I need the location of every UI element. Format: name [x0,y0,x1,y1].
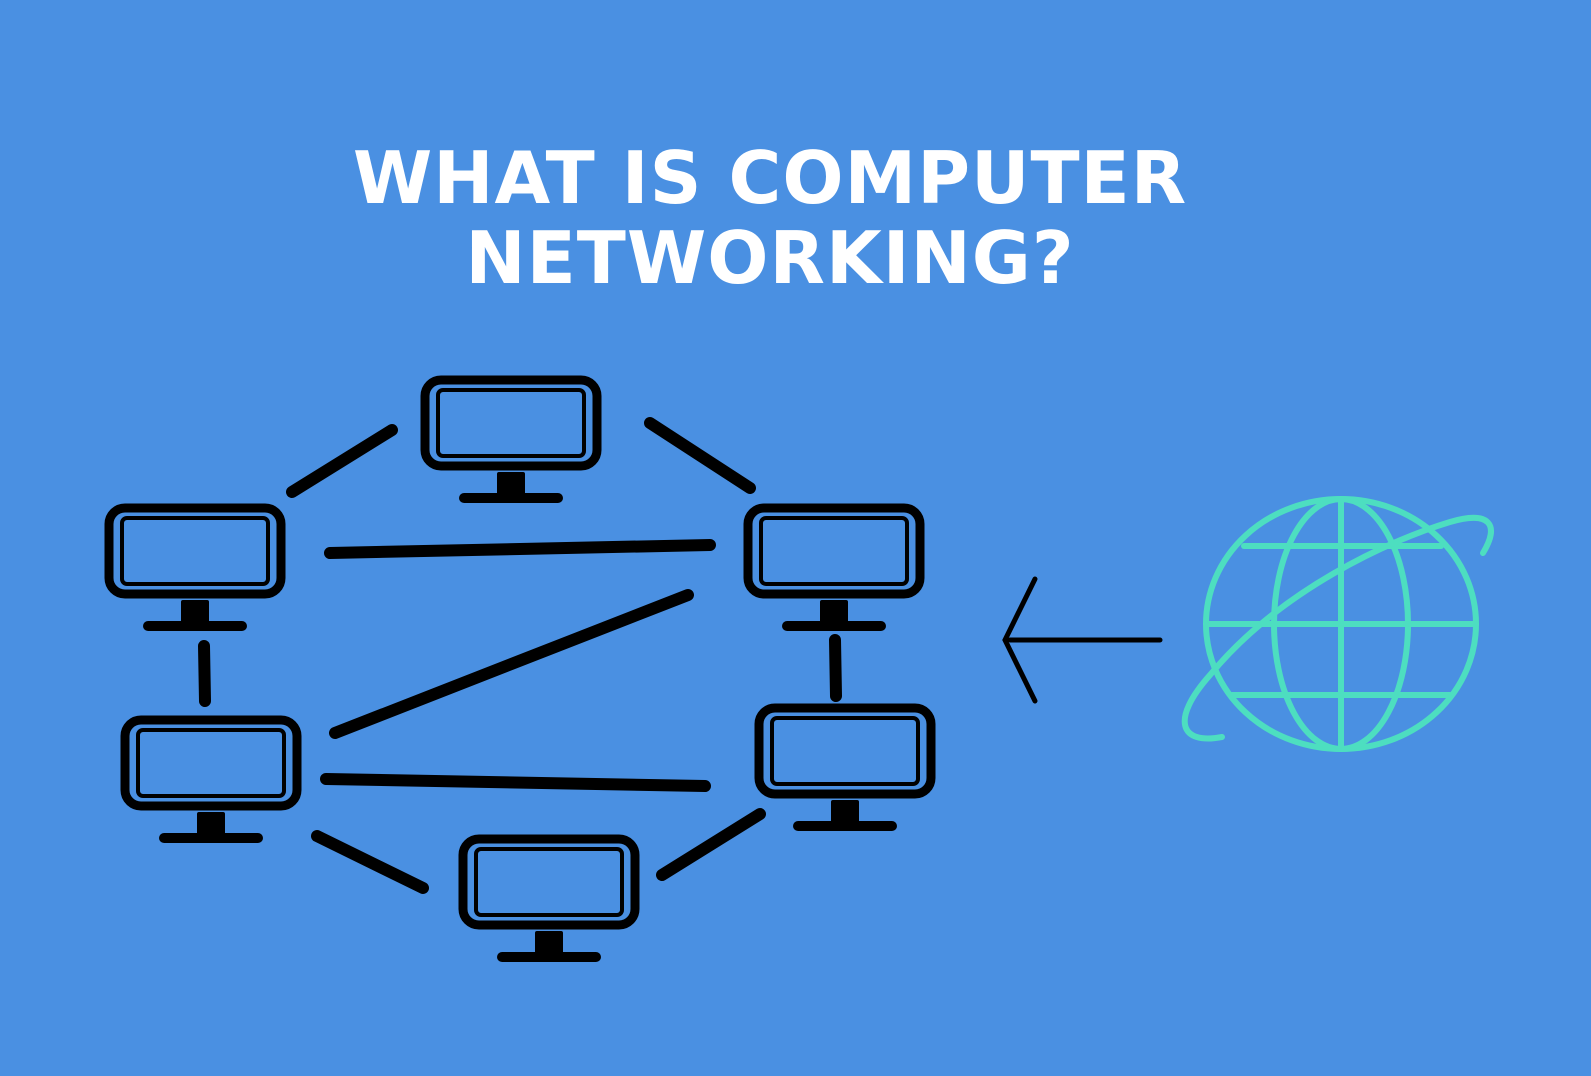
computer-monitor-icon [125,720,297,843]
computer-bottom [463,839,635,962]
network-links [198,417,842,894]
link-left-right-lower [320,773,711,792]
computer-lower-left [125,720,297,843]
link-bottom-right [656,808,766,881]
computer-lower-right [759,708,931,831]
computer-upper-right [748,508,920,631]
computer-upper-left [109,508,281,631]
link-left-vertical [198,640,211,707]
computer-top [425,380,597,503]
link-top-left [286,424,398,498]
computer-monitor-icon [748,508,920,631]
link-left-right-upper [324,539,716,559]
link-bottom-left [311,830,429,894]
link-top-right [644,417,756,494]
globe-icon [1181,496,1494,752]
arrow-left-icon [1002,576,1163,704]
page-title: WHAT IS COMPUTER NETWORKING? [0,138,1540,298]
computer-monitor-icon [425,380,597,503]
link-right-vertical [829,634,842,702]
link-diagonal [329,589,694,739]
title-line-2: NETWORKING? [465,216,1075,300]
title-line-1: WHAT IS COMPUTER [352,136,1188,220]
computer-monitor-icon [109,508,281,631]
computer-monitor-icon [759,708,931,831]
computer-monitor-icon [463,839,635,962]
